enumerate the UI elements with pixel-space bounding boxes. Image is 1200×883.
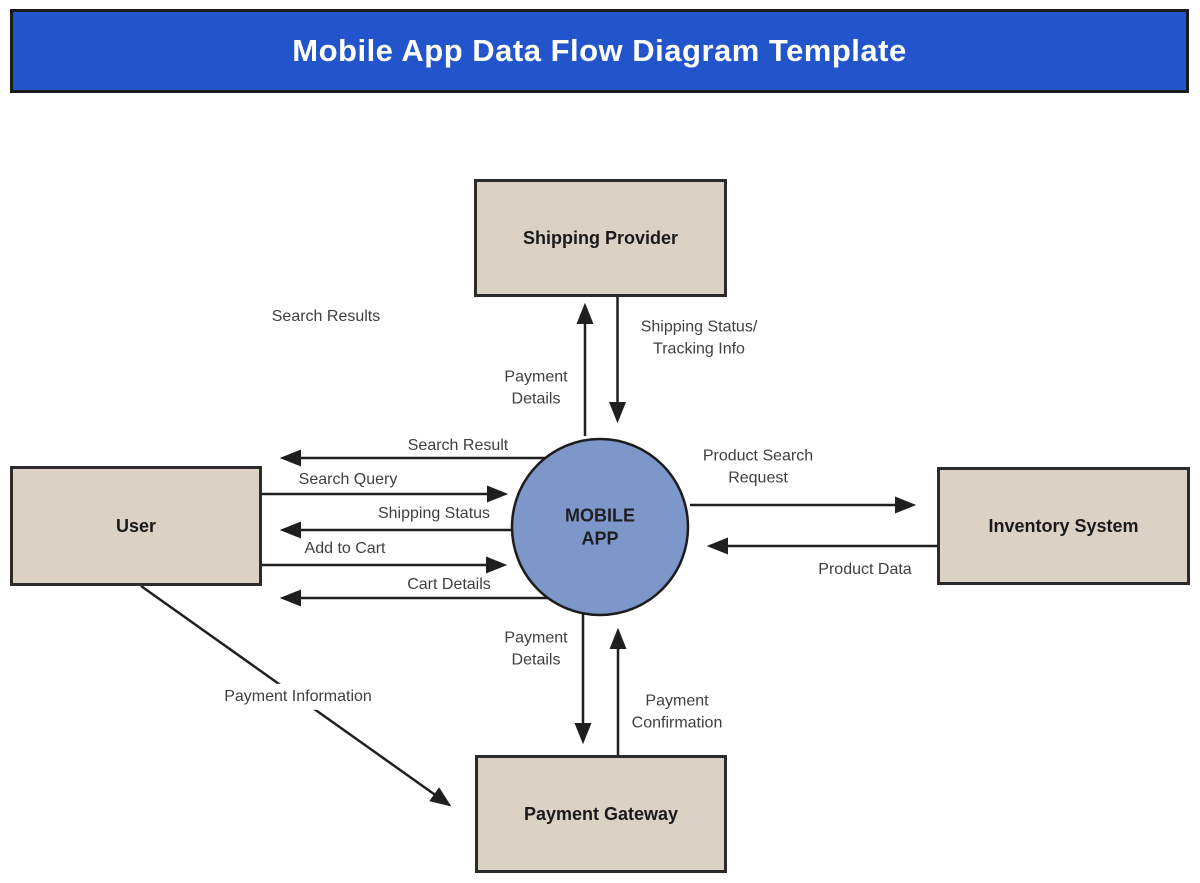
process-mobile-app-circle	[510, 437, 690, 617]
entity-payment-gateway: Payment Gateway	[475, 755, 727, 873]
title-banner: Mobile App Data Flow Diagram Template	[10, 9, 1189, 93]
flow-label-search-results: Search Results	[271, 307, 381, 325]
flow-label-product-search-request: Product Search Request	[702, 447, 814, 487]
flow-label-shipping-status-tracking-info: Shipping Status/ Tracking Info	[640, 318, 758, 358]
diagram-title: Mobile App Data Flow Diagram Template	[292, 33, 907, 68]
flow-label-cart-details: Cart Details	[407, 575, 491, 593]
flow-label-search-query: Search Query	[298, 470, 398, 488]
flow-label-shipping-status: Shipping Status	[377, 504, 491, 522]
entity-inventory-system: Inventory System	[937, 467, 1190, 585]
flow-label-payment-details-top: Payment Details	[504, 368, 568, 408]
entity-inventory-system-label: Inventory System	[988, 515, 1139, 536]
entity-shipping-provider: Shipping Provider	[474, 179, 727, 297]
flow-label-payment-confirmation: Payment Confirmation	[631, 692, 723, 732]
flow-label-payment-details-bottom: Payment Details	[504, 629, 568, 669]
flow-label-payment-information: Payment Information	[216, 683, 380, 711]
entity-user-label: User	[115, 515, 157, 536]
process-mobile-app-label: MOBILE APP	[565, 505, 635, 549]
entity-payment-gateway-label: Payment Gateway	[523, 803, 679, 824]
entity-shipping-provider-label: Shipping Provider	[522, 227, 678, 248]
flow-label-search-result: Search Result	[407, 436, 509, 454]
flow-label-product-data: Product Data	[818, 560, 912, 578]
entity-user: User	[10, 466, 262, 586]
flow-label-add-to-cart: Add to Cart	[304, 539, 386, 557]
